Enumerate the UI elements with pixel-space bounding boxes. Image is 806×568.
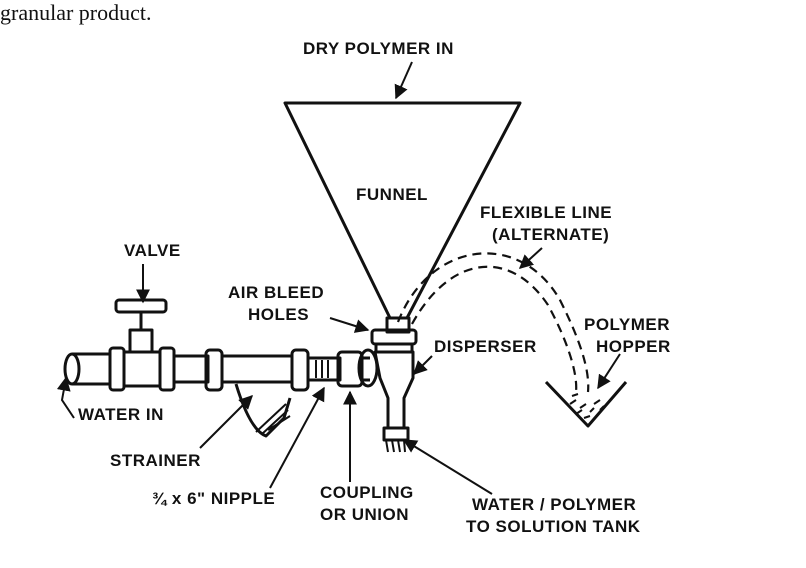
page-caption: granular product. — [0, 0, 152, 25]
label-flexible-line: FLEXIBLE LINE — [480, 203, 612, 222]
label-strainer: STRAINER — [110, 451, 201, 470]
arrows — [56, 61, 621, 495]
label-funnel: FUNNEL — [356, 185, 428, 204]
label-nipple: ¾ x 6" NIPPLE — [152, 489, 275, 508]
label-disperser: DISPERSER — [434, 337, 537, 356]
label-to-solution-tank: TO SOLUTION TANK — [466, 517, 641, 536]
funnel — [283, 101, 522, 334]
label-air-bleed-holes: HOLES — [248, 305, 309, 324]
label-water-polymer: WATER / POLYMER — [472, 495, 636, 514]
polymer-hopper — [544, 380, 628, 428]
pipe-assembly — [63, 298, 370, 438]
label-flexible-line-alternate: (ALTERNATE) — [492, 225, 609, 244]
label-coupling: COUPLING — [320, 483, 414, 502]
label-dry-polymer-in: DRY POLYMER IN — [303, 39, 454, 58]
label-polymer: POLYMER — [584, 315, 670, 334]
flexible-line — [396, 252, 590, 393]
label-valve: VALVE — [124, 241, 181, 260]
label-hopper: HOPPER — [596, 337, 671, 356]
label-water-in: WATER IN — [78, 405, 164, 424]
disperser — [357, 328, 418, 453]
label-air-bleed: AIR BLEED — [228, 283, 324, 302]
label-or-union: OR UNION — [320, 505, 409, 524]
